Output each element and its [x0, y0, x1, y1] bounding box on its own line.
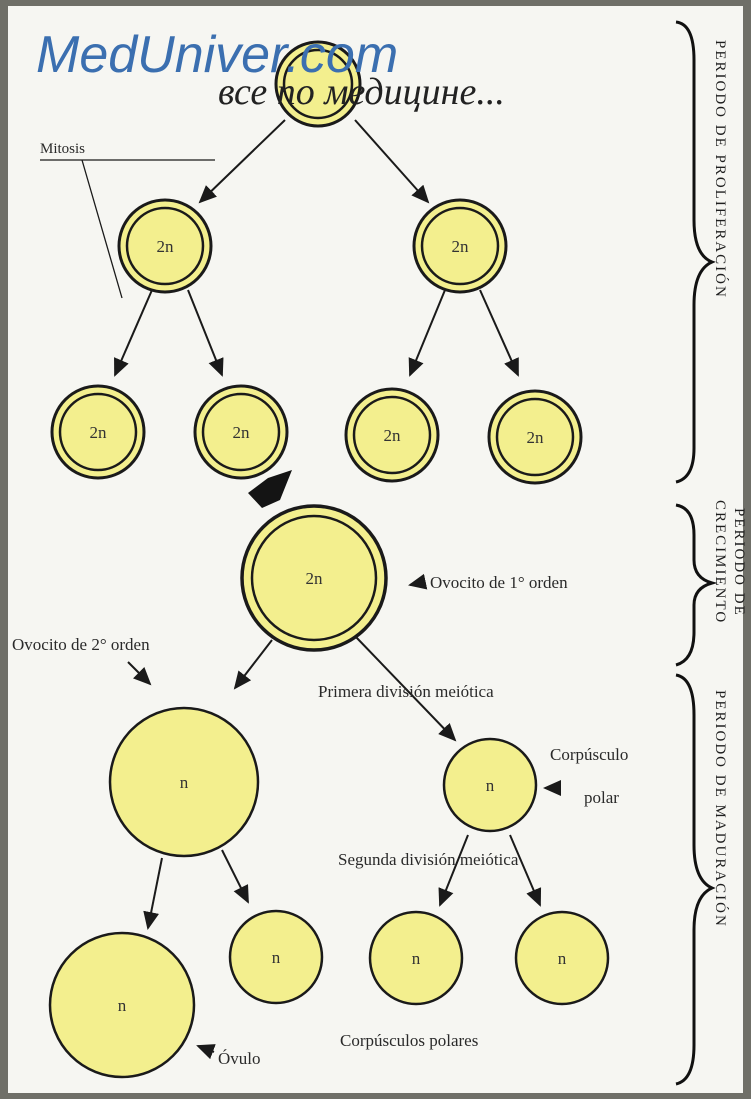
label-polar-bodies: Corpúsculos polares	[340, 1031, 478, 1050]
cell-ovum-label: n	[118, 996, 127, 1015]
brace-growth	[675, 503, 718, 667]
period-proliferation: PERIODO DE PROLIFERACIÓN	[712, 40, 729, 299]
cell-2n-a: 2n	[117, 198, 213, 294]
arrow-c2a-left	[114, 289, 153, 377]
cell-2n-d: 2n	[193, 384, 289, 480]
cell-polar-small-1-label: n	[272, 948, 281, 967]
cell-2n-e: 2n	[344, 387, 440, 483]
arrow-c2b-right	[479, 289, 519, 377]
arrows	[114, 119, 561, 1060]
cell-ovum: n	[48, 931, 196, 1079]
label-polar-body-line1: Corpúsculo	[550, 745, 628, 764]
cell-secondary-oocyte: n	[108, 706, 260, 858]
cell-2n-d-label: 2n	[233, 423, 251, 442]
cell-polar-small-1: n	[228, 909, 324, 1005]
cell-polar-small-2: n	[368, 910, 464, 1006]
arrow-polar-left	[438, 834, 469, 907]
pointer-primary-oocyte	[408, 573, 428, 590]
label-primary-oocyte: Ovocito de 1° orden	[430, 573, 568, 592]
watermark-tagline: все по медицине...	[218, 71, 505, 113]
stage-arrow	[248, 470, 292, 508]
arrow-root-right	[354, 119, 430, 204]
cell-2n-f-label: 2n	[527, 428, 545, 447]
label-polar-body-line2: polar	[584, 788, 619, 807]
period-braces	[675, 20, 718, 1086]
pointer-secondary-oocyte	[127, 661, 152, 686]
label-first-meiotic-division: Primera división meiótica	[318, 682, 494, 701]
cell-2n-b-label: 2n	[452, 237, 470, 256]
cell-root	[274, 40, 362, 128]
arrow-primary-right	[354, 635, 457, 742]
cell-polar-body-1: n	[442, 737, 538, 833]
cell-2n-c-label: 2n	[90, 423, 108, 442]
brace-maturation	[675, 673, 716, 1086]
cell-primary-oocyte: 2n	[240, 504, 388, 652]
arrow-primary-left	[233, 639, 273, 690]
period-maturation: PERIODO DE MADURACIÓN	[712, 690, 729, 928]
arrow-polar-right	[509, 834, 542, 907]
period-labels: PERIODO DE PROLIFERACIÓN PERIODO DE CREC…	[712, 40, 747, 928]
arrow-sec-left	[143, 857, 163, 930]
arrow-c2a-right	[187, 289, 224, 377]
cell-2n-a-label: 2n	[157, 237, 175, 256]
label-second-meiotic-division: Segunda división meiótica	[338, 850, 519, 869]
period-growth-line2: CRECIMIENTO	[712, 500, 728, 624]
cell-polar-body-1-label: n	[486, 776, 495, 795]
arrow-c2b-left	[408, 289, 446, 377]
cell-polar-small-3-label: n	[558, 949, 567, 968]
brace-proliferation	[675, 20, 716, 484]
watermark-brand: MedUniver.com	[36, 26, 398, 84]
label-secondary-oocyte: Ovocito de 2° orden	[12, 635, 150, 654]
cell-primary-oocyte-label: 2n	[306, 569, 324, 588]
mitosis-bracket	[40, 159, 215, 299]
label-mitosis: Mitosis	[40, 141, 85, 157]
labels: Mitosis Ovocito de 1° orden Ovocito de 2…	[12, 141, 628, 1068]
arrow-root-left	[198, 119, 286, 204]
cell-polar-small-3: n	[514, 910, 610, 1006]
watermark: MedUniver.com все по медицине...	[36, 26, 505, 113]
cell-secondary-oocyte-label: n	[180, 773, 189, 792]
arrow-sec-right	[221, 849, 249, 904]
pointer-ovum	[196, 1044, 216, 1060]
cell-2n-f: 2n	[487, 389, 583, 485]
label-ovum: Óvulo	[218, 1049, 261, 1068]
cell-2n-c: 2n	[50, 384, 146, 480]
cells: 2n 2n 2n 2n 2n 2n	[48, 40, 610, 1079]
cell-polar-small-2-label: n	[412, 949, 421, 968]
period-growth-line1: PERIODO DE	[731, 508, 747, 617]
cell-2n-e-label: 2n	[384, 426, 402, 445]
cell-2n-b: 2n	[412, 198, 508, 294]
